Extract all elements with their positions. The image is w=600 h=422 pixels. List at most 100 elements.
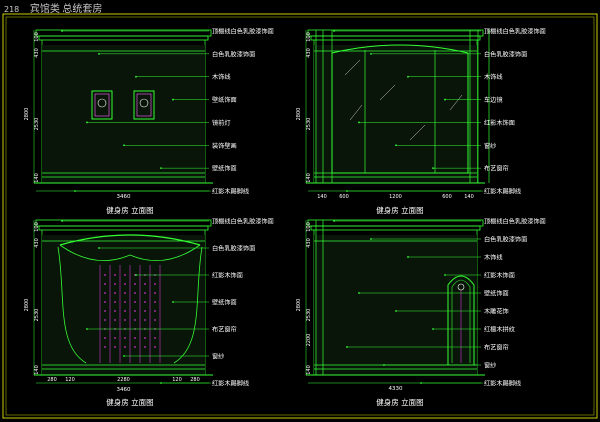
callout-label-5: 壁纸饰面 xyxy=(484,290,509,298)
callout-label-2: 白色乳胶漆饰面 xyxy=(484,50,527,58)
elevation-caption: 健身房 立面图 xyxy=(106,205,153,215)
dim-left-1: 2800 xyxy=(24,299,30,312)
dim-bottom-3: 1200 xyxy=(389,194,402,200)
callout-label-4: 车边镜 xyxy=(484,96,503,104)
callout-label-3: 红影木饰面 xyxy=(212,272,243,280)
sheer-pattern-dot xyxy=(114,283,116,285)
sheer-pattern-dot xyxy=(154,301,156,303)
leader-dot-1 xyxy=(333,220,335,222)
curtain-left-fold xyxy=(57,246,87,364)
leader-dot-7 xyxy=(160,167,162,170)
dim-bottom-2: 600 xyxy=(339,194,349,200)
decorative-painting-1 xyxy=(91,90,113,120)
leader-dot-3 xyxy=(135,274,137,276)
sheer-pattern-dot xyxy=(154,346,156,348)
painting-inner-2 xyxy=(136,93,152,117)
sheer-pattern-dot xyxy=(124,301,126,303)
leader-dot-4 xyxy=(172,301,174,303)
dim-left-1: 2800 xyxy=(296,108,302,121)
elevation-caption: 健身房 立面图 xyxy=(376,205,423,215)
callout-label-10: 红影木踢脚线 xyxy=(484,380,521,388)
leader-dot-1 xyxy=(333,30,335,32)
callout-label-6: 窗纱 xyxy=(484,142,496,150)
sheer-pattern-dot xyxy=(114,346,116,348)
callout-label-5: 镜前灯 xyxy=(212,119,231,127)
callout-label-3: 木饰线 xyxy=(212,73,231,81)
leader-dot-9 xyxy=(383,364,385,366)
mirror-reflection-3 xyxy=(379,84,396,101)
sheer-pattern-dot xyxy=(134,346,136,348)
wall-surface xyxy=(42,45,205,183)
callout-label-2: 白色乳胶漆饰面 xyxy=(212,245,255,253)
wood-carving-ornament xyxy=(457,283,465,291)
elevation-panel-4: 2800253010043014022004330顶棚线白色乳胶漆饰面白色乳胶漆… xyxy=(296,218,546,408)
sheer-pattern-dot xyxy=(144,310,146,312)
sheer-pattern-dot xyxy=(124,292,126,294)
cornice-molding xyxy=(310,225,481,231)
callout-label-6: 木雕花饰 xyxy=(484,308,509,316)
cornice-molding xyxy=(38,35,209,41)
dim-bottom-3: 2280 xyxy=(117,377,130,383)
callout-label-8: 红影木踢脚线 xyxy=(212,188,249,196)
dim-left-2: 2530 xyxy=(306,118,312,131)
callout-label-7: 红影木踢脚线 xyxy=(212,380,249,388)
dim-left-4: 430 xyxy=(306,48,312,58)
dim-bottom-1: 140 xyxy=(317,194,327,200)
dim-left-5: 140 xyxy=(306,365,312,375)
dim-bottom-5: 140 xyxy=(464,194,474,200)
cornice-molding xyxy=(310,35,481,41)
leader-dot-7 xyxy=(160,382,162,384)
page-header: 218 宾馆类 总统套房 xyxy=(4,0,102,15)
sheer-pattern-dot xyxy=(144,337,146,339)
callout-labels: 顶棚线白色乳胶漆饰面白色乳胶漆饰面木饰线壁纸饰面镜前灯装饰壁画壁纸饰面红影木踢脚… xyxy=(61,28,274,196)
callout-labels: 顶棚线白色乳胶漆饰面白色乳胶漆饰面木饰线红影木饰面壁纸饰面木雕花饰红檀木拼纹布艺… xyxy=(333,218,546,388)
sheer-pattern-dot xyxy=(114,337,116,339)
sheer-pattern-dot xyxy=(154,283,156,285)
sheer-pattern-dot xyxy=(114,274,116,276)
sheer-pattern-dot xyxy=(144,319,146,321)
callout-label-1: 顶棚线白色乳胶漆饰面 xyxy=(212,218,274,226)
dim-left-1: 2800 xyxy=(296,299,302,312)
callout-label-4: 壁纸饰面 xyxy=(212,299,237,307)
sheer-pattern-dot xyxy=(124,274,126,276)
sheer-pattern-dot xyxy=(104,301,106,303)
dim-left-3: 100 xyxy=(306,222,312,232)
dim-left-4: 430 xyxy=(34,238,40,248)
page-title: 宾馆类 xyxy=(29,4,60,15)
mirror-reflection-1 xyxy=(344,59,361,76)
dim-bottom-2: 120 xyxy=(65,377,75,383)
dim-left-1: 2800 xyxy=(24,108,30,121)
callout-label-2: 白色乳胶漆饰面 xyxy=(212,50,255,58)
sheer-pattern-dot xyxy=(144,292,146,294)
inner-frame xyxy=(5,16,595,416)
decorative-painting-2 xyxy=(133,90,155,120)
wall-surface xyxy=(314,235,477,375)
dim-bottom-4: 120 xyxy=(172,377,182,383)
cornice-molding xyxy=(38,225,209,231)
callout-label-1: 顶棚线白色乳胶漆饰面 xyxy=(484,218,546,226)
leader-dot-4 xyxy=(444,98,446,101)
leader-dot-8 xyxy=(346,190,348,192)
leader-dot-1 xyxy=(61,30,63,32)
leader-dot-6 xyxy=(123,144,125,147)
callout-label-8: 布艺窗帘 xyxy=(484,344,509,352)
curtain-valance xyxy=(59,234,201,246)
dim-left-5: 140 xyxy=(306,173,312,183)
callout-label-8: 红影木踢脚线 xyxy=(484,188,521,196)
leader-dot-5 xyxy=(86,328,88,330)
callout-label-7: 壁纸饰面 xyxy=(212,165,237,173)
sheer-pattern-dot xyxy=(104,346,106,348)
sheer-pattern-dot xyxy=(134,319,136,321)
callout-label-7: 红檀木拼纹 xyxy=(484,326,516,334)
sheer-pattern-dot xyxy=(154,292,156,294)
leader-dot-8 xyxy=(346,346,348,348)
callout-label-5: 红影木饰面 xyxy=(484,119,515,127)
leader-dot-4 xyxy=(444,274,446,276)
